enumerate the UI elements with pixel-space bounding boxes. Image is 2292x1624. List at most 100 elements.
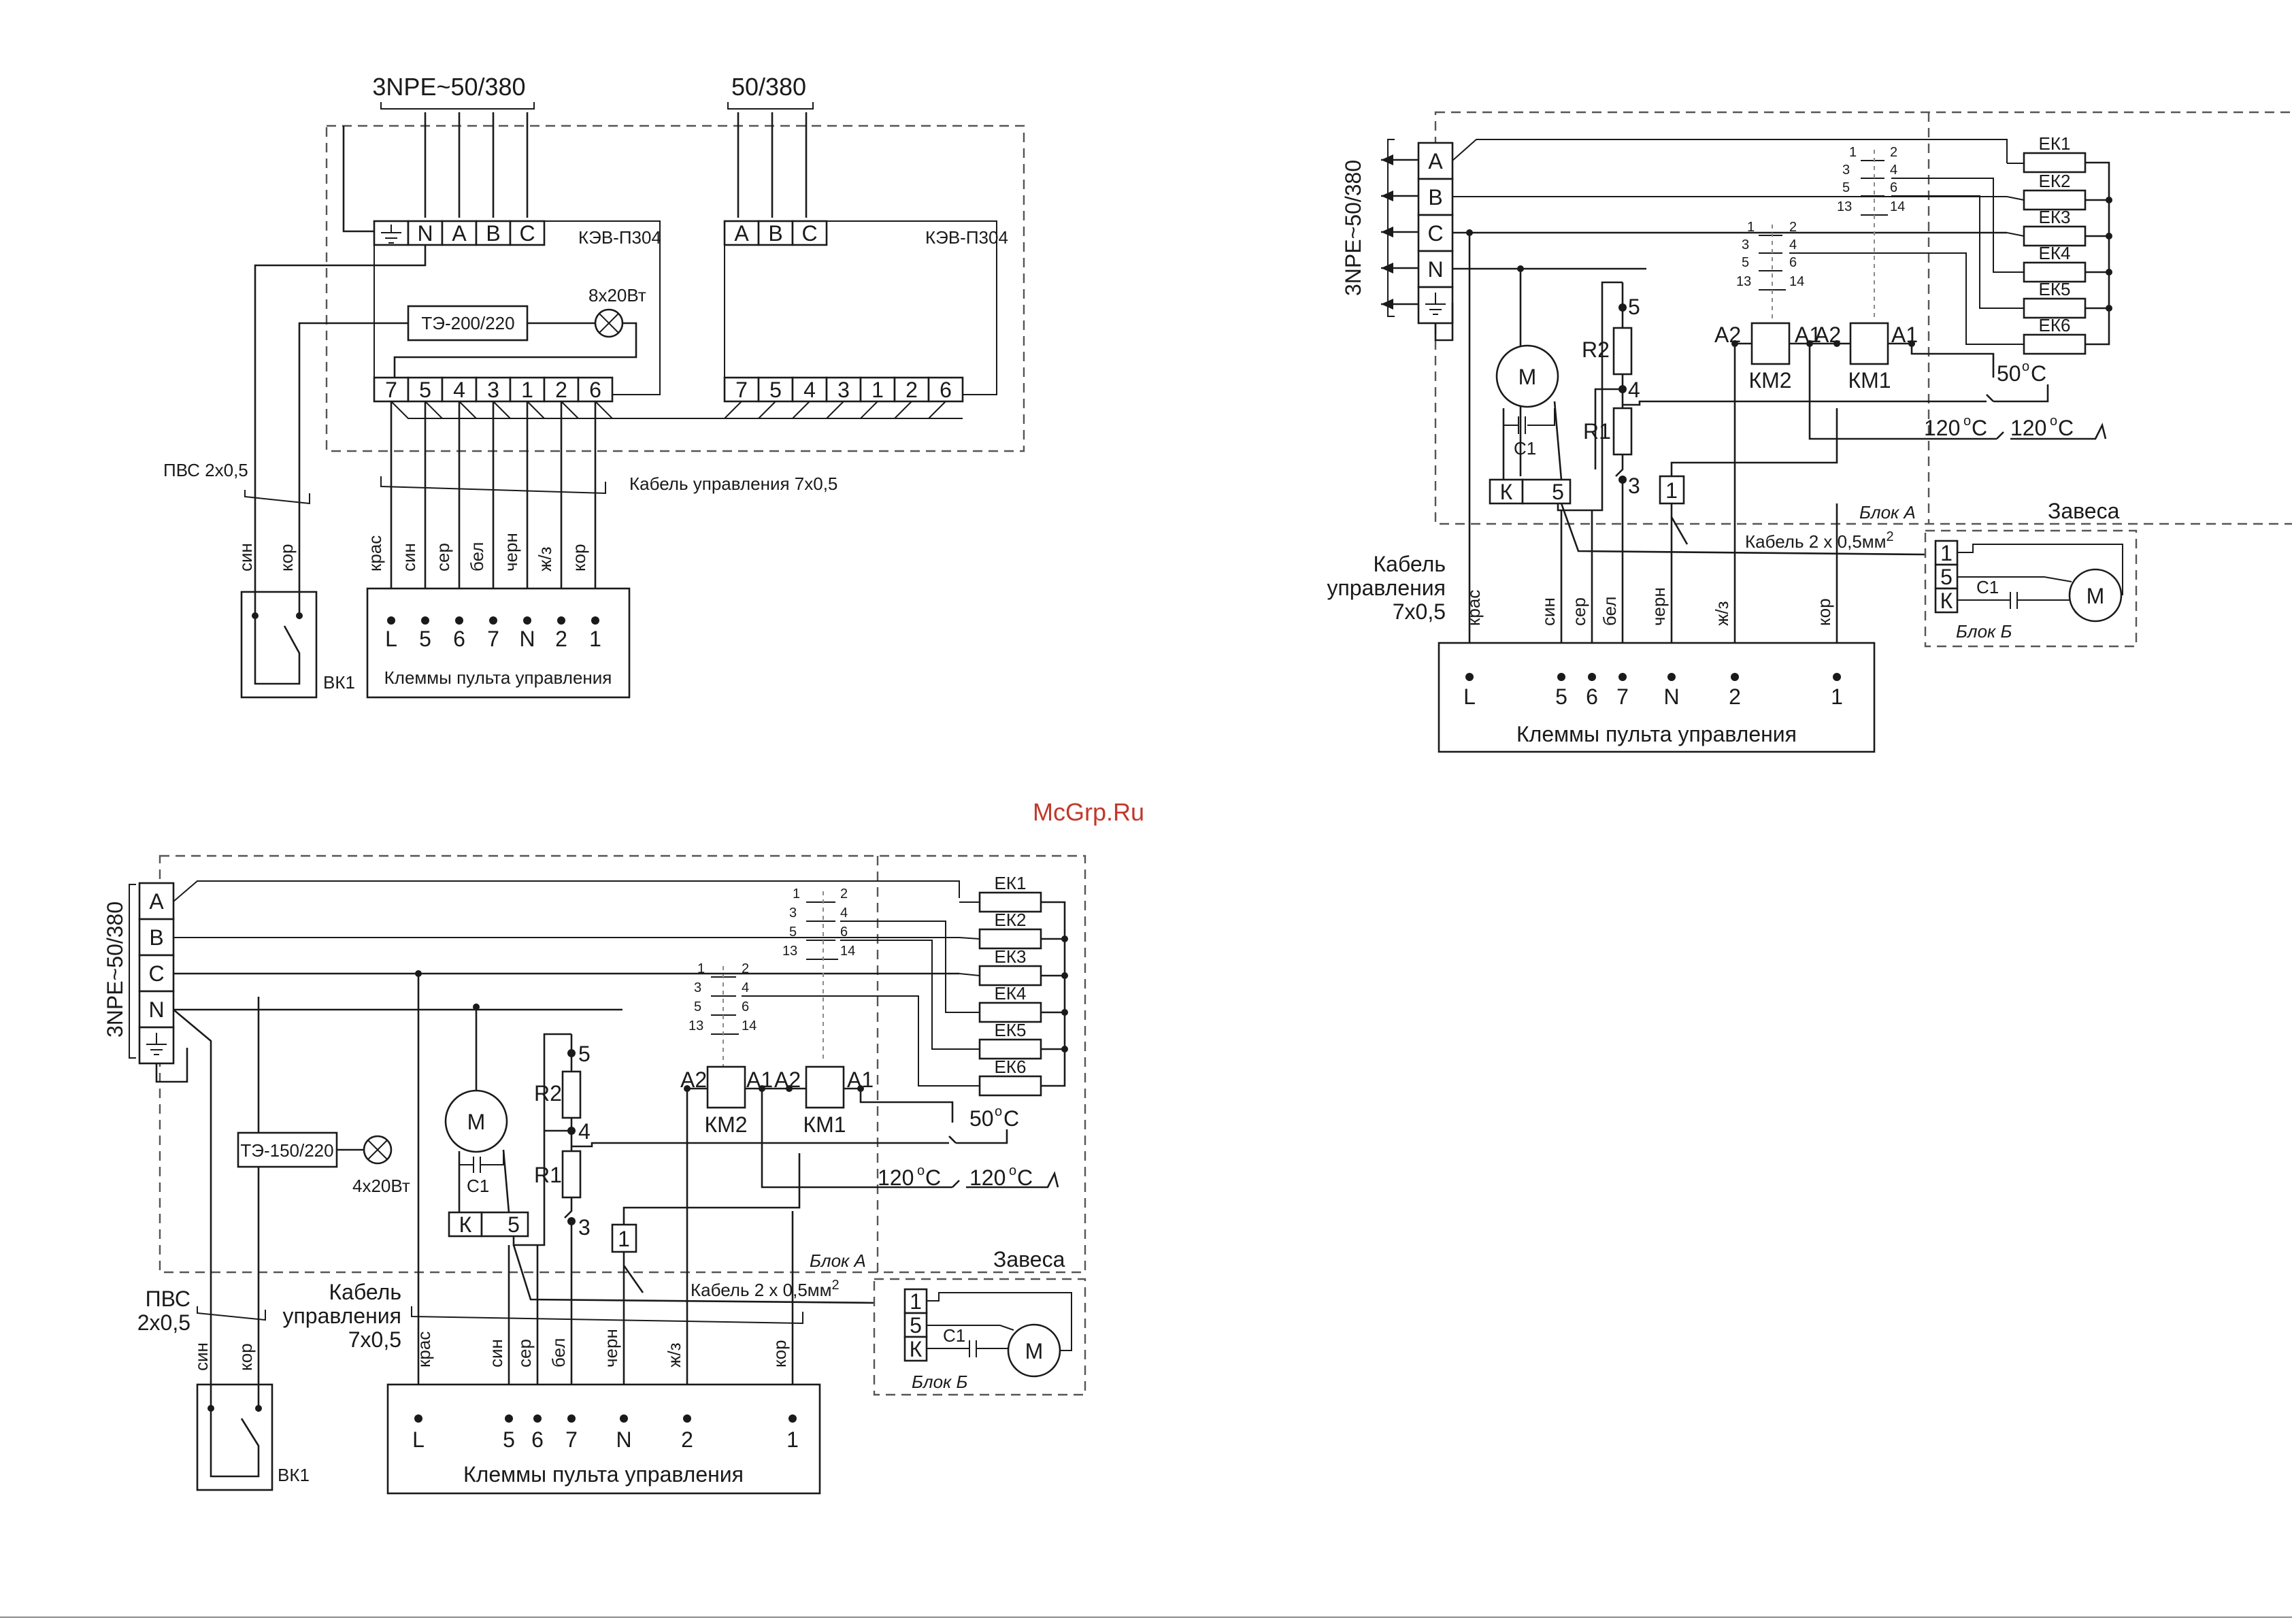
panel-c-label: Клеммы пульта управления: [463, 1462, 744, 1487]
n-to-switch-wire: [254, 245, 427, 466]
supply-right-wires: [737, 112, 808, 218]
phase-a-c: [173, 880, 960, 902]
block-b-b: [1924, 529, 2138, 648]
svg-text:120: 120: [1924, 416, 1960, 440]
svg-text:2: 2: [555, 627, 567, 651]
block-a-b-label: Блок А: [1859, 502, 1916, 523]
watermark: McGrp.Ru: [1033, 798, 1144, 826]
svg-text:3: 3: [1842, 163, 1850, 178]
svg-text:M: M: [2087, 584, 2105, 608]
svg-text:7: 7: [385, 378, 397, 402]
svg-text:13: 13: [782, 944, 797, 959]
pt3-c: 3: [578, 1215, 591, 1240]
pe-b: [1434, 303, 1454, 342]
svg-text:ЕК3: ЕК3: [2039, 207, 2071, 227]
module-left-label: КЭВ-П304: [578, 227, 661, 248]
svg-text:6: 6: [531, 1427, 544, 1452]
svg-text:120: 120: [2010, 416, 2046, 440]
svg-text:o: o: [917, 1163, 925, 1178]
motor-c: [444, 1089, 508, 1153]
strip-right-b: B: [768, 221, 782, 246]
switch-vk1-c-contact: [210, 1306, 260, 1478]
svg-text:50: 50: [1997, 361, 2021, 386]
strip-right-a: A: [734, 221, 749, 246]
sw-c-wire-kor: кор: [235, 1343, 256, 1371]
svg-text:7: 7: [735, 378, 748, 402]
panel-b-label: Клеммы пульта управления: [1516, 722, 1797, 746]
svg-text:5: 5: [694, 999, 701, 1014]
svg-text:крас: крас: [365, 535, 385, 571]
km1-label-c: КМ1: [803, 1112, 846, 1137]
svg-text:C: C: [2031, 361, 2046, 386]
svg-text:o: o: [2022, 359, 2029, 374]
down-wires-b: [1468, 233, 1838, 680]
thermo-to-switch-wire: [298, 322, 408, 497]
svg-text:C: C: [1003, 1106, 1019, 1131]
svg-text:o: o: [1963, 414, 1971, 429]
cable-a-label: Кабель управления 7х0,5: [629, 474, 837, 494]
svg-text:4: 4: [453, 378, 465, 402]
motor-b: [1495, 344, 1559, 408]
ground-icon: [146, 1033, 167, 1055]
cable-ctrl-b-label: Кабель управления 7х0,5: [1327, 552, 1446, 624]
svg-text:1: 1: [793, 886, 800, 901]
supply-b-arrows: [1381, 159, 1418, 305]
chain-thermo-c: [544, 1129, 901, 1148]
svg-text:5: 5: [1742, 255, 1749, 270]
svg-text:черн: черн: [1648, 587, 1669, 626]
sw-c-wire-sin: син: [191, 1342, 212, 1371]
svg-text:кор: кор: [569, 544, 589, 571]
svg-text:C: C: [925, 1165, 941, 1190]
svg-text:50: 50: [969, 1106, 994, 1131]
motor-b2: [2068, 568, 2123, 623]
svg-text:бел: бел: [548, 1338, 569, 1368]
svg-text:N: N: [148, 997, 164, 1022]
bus-ties-left: [425, 401, 613, 419]
km2-to-t120-c: [761, 1089, 861, 1189]
pe-wire: [342, 126, 384, 233]
control-panel-c: [386, 1383, 821, 1495]
supply-c-label: 3NPE~50/380: [103, 901, 127, 1038]
svg-text:3: 3: [694, 980, 701, 995]
svg-text:6: 6: [453, 627, 465, 651]
capacitor-b: [1503, 408, 1555, 434]
chain-thermo-b: [1594, 388, 1953, 469]
svg-text:o: o: [2050, 414, 2057, 429]
thermostat-c: [237, 1131, 338, 1168]
supply-c-brace: [129, 884, 136, 1059]
svg-text:13: 13: [688, 1018, 703, 1033]
small-cable-c-label: Кабель 2 х 0,5мм2: [691, 1278, 840, 1300]
enclosure-block-a-b: [1434, 111, 2292, 525]
svg-text:Кабель: Кабель: [329, 1280, 401, 1304]
pt4-b: 4: [1628, 378, 1640, 402]
bus-ties-right: [724, 401, 946, 419]
svg-text:13: 13: [1736, 274, 1751, 289]
svg-text:14: 14: [742, 1018, 757, 1033]
svg-text:C: C: [2058, 416, 2074, 440]
block-b-c-wires: [927, 1292, 1072, 1357]
capacitor-c-label: С1: [467, 1176, 489, 1196]
phase-a-b: [1452, 139, 2008, 163]
svg-text:Кабель: Кабель: [1374, 552, 1446, 576]
km2-label-c: КМ2: [704, 1112, 747, 1137]
svg-text:сер: сер: [1569, 597, 1589, 626]
svg-text:6: 6: [940, 378, 952, 402]
strip-left-b: B: [486, 221, 500, 246]
supply-right-brace: [727, 102, 814, 110]
panel-terminals-c: L 5 6 7 N 2 1: [412, 1414, 799, 1452]
pe-c: [155, 1048, 188, 1083]
kterm-5-c: 5: [508, 1212, 520, 1237]
svg-text:N: N: [1663, 684, 1679, 709]
svg-text:ЕК4: ЕК4: [995, 983, 1027, 1004]
capacitor-c: [459, 1150, 504, 1173]
capacitor-b2-label: С1: [1976, 577, 1999, 597]
svg-text:управления: управления: [1327, 576, 1446, 600]
svg-text:6: 6: [1890, 180, 1897, 195]
svg-text:сер: сер: [433, 543, 453, 571]
svg-text:1: 1: [871, 378, 884, 402]
enclosure-a: [325, 125, 1025, 452]
module-right-label: КЭВ-П304: [925, 227, 1008, 248]
